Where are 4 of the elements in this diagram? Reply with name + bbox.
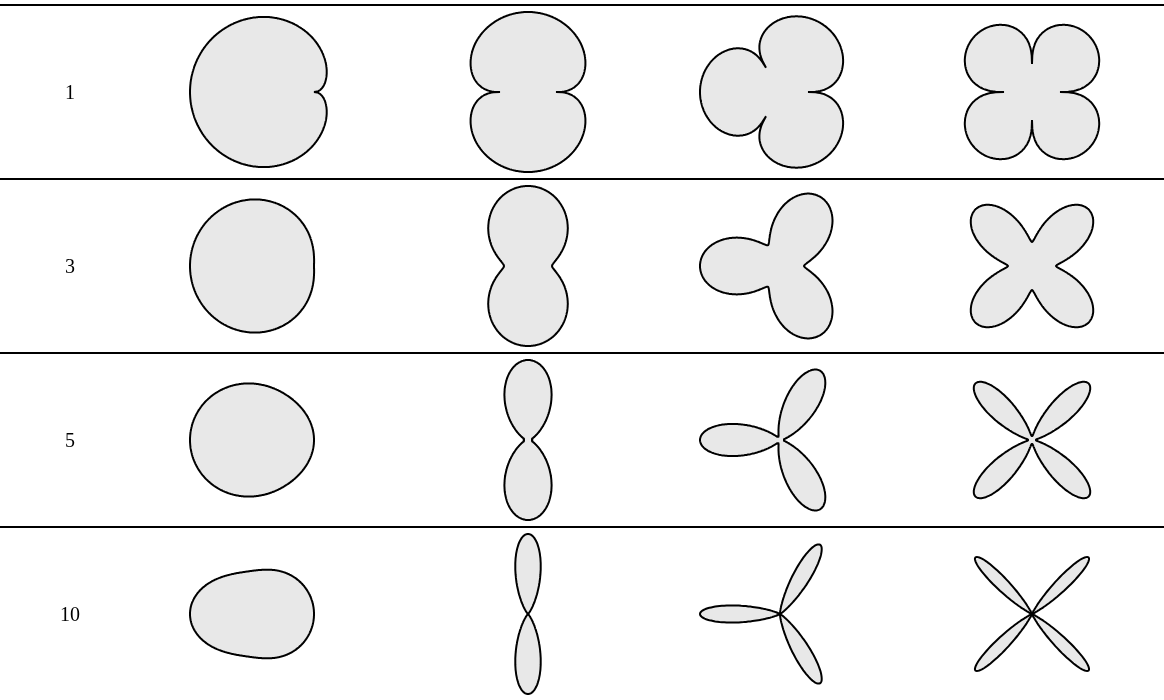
row-number: 3 [64,255,76,278]
row-number: 5 [64,429,76,452]
row-number: 1 [64,81,76,104]
row-number: 10 [59,603,81,626]
